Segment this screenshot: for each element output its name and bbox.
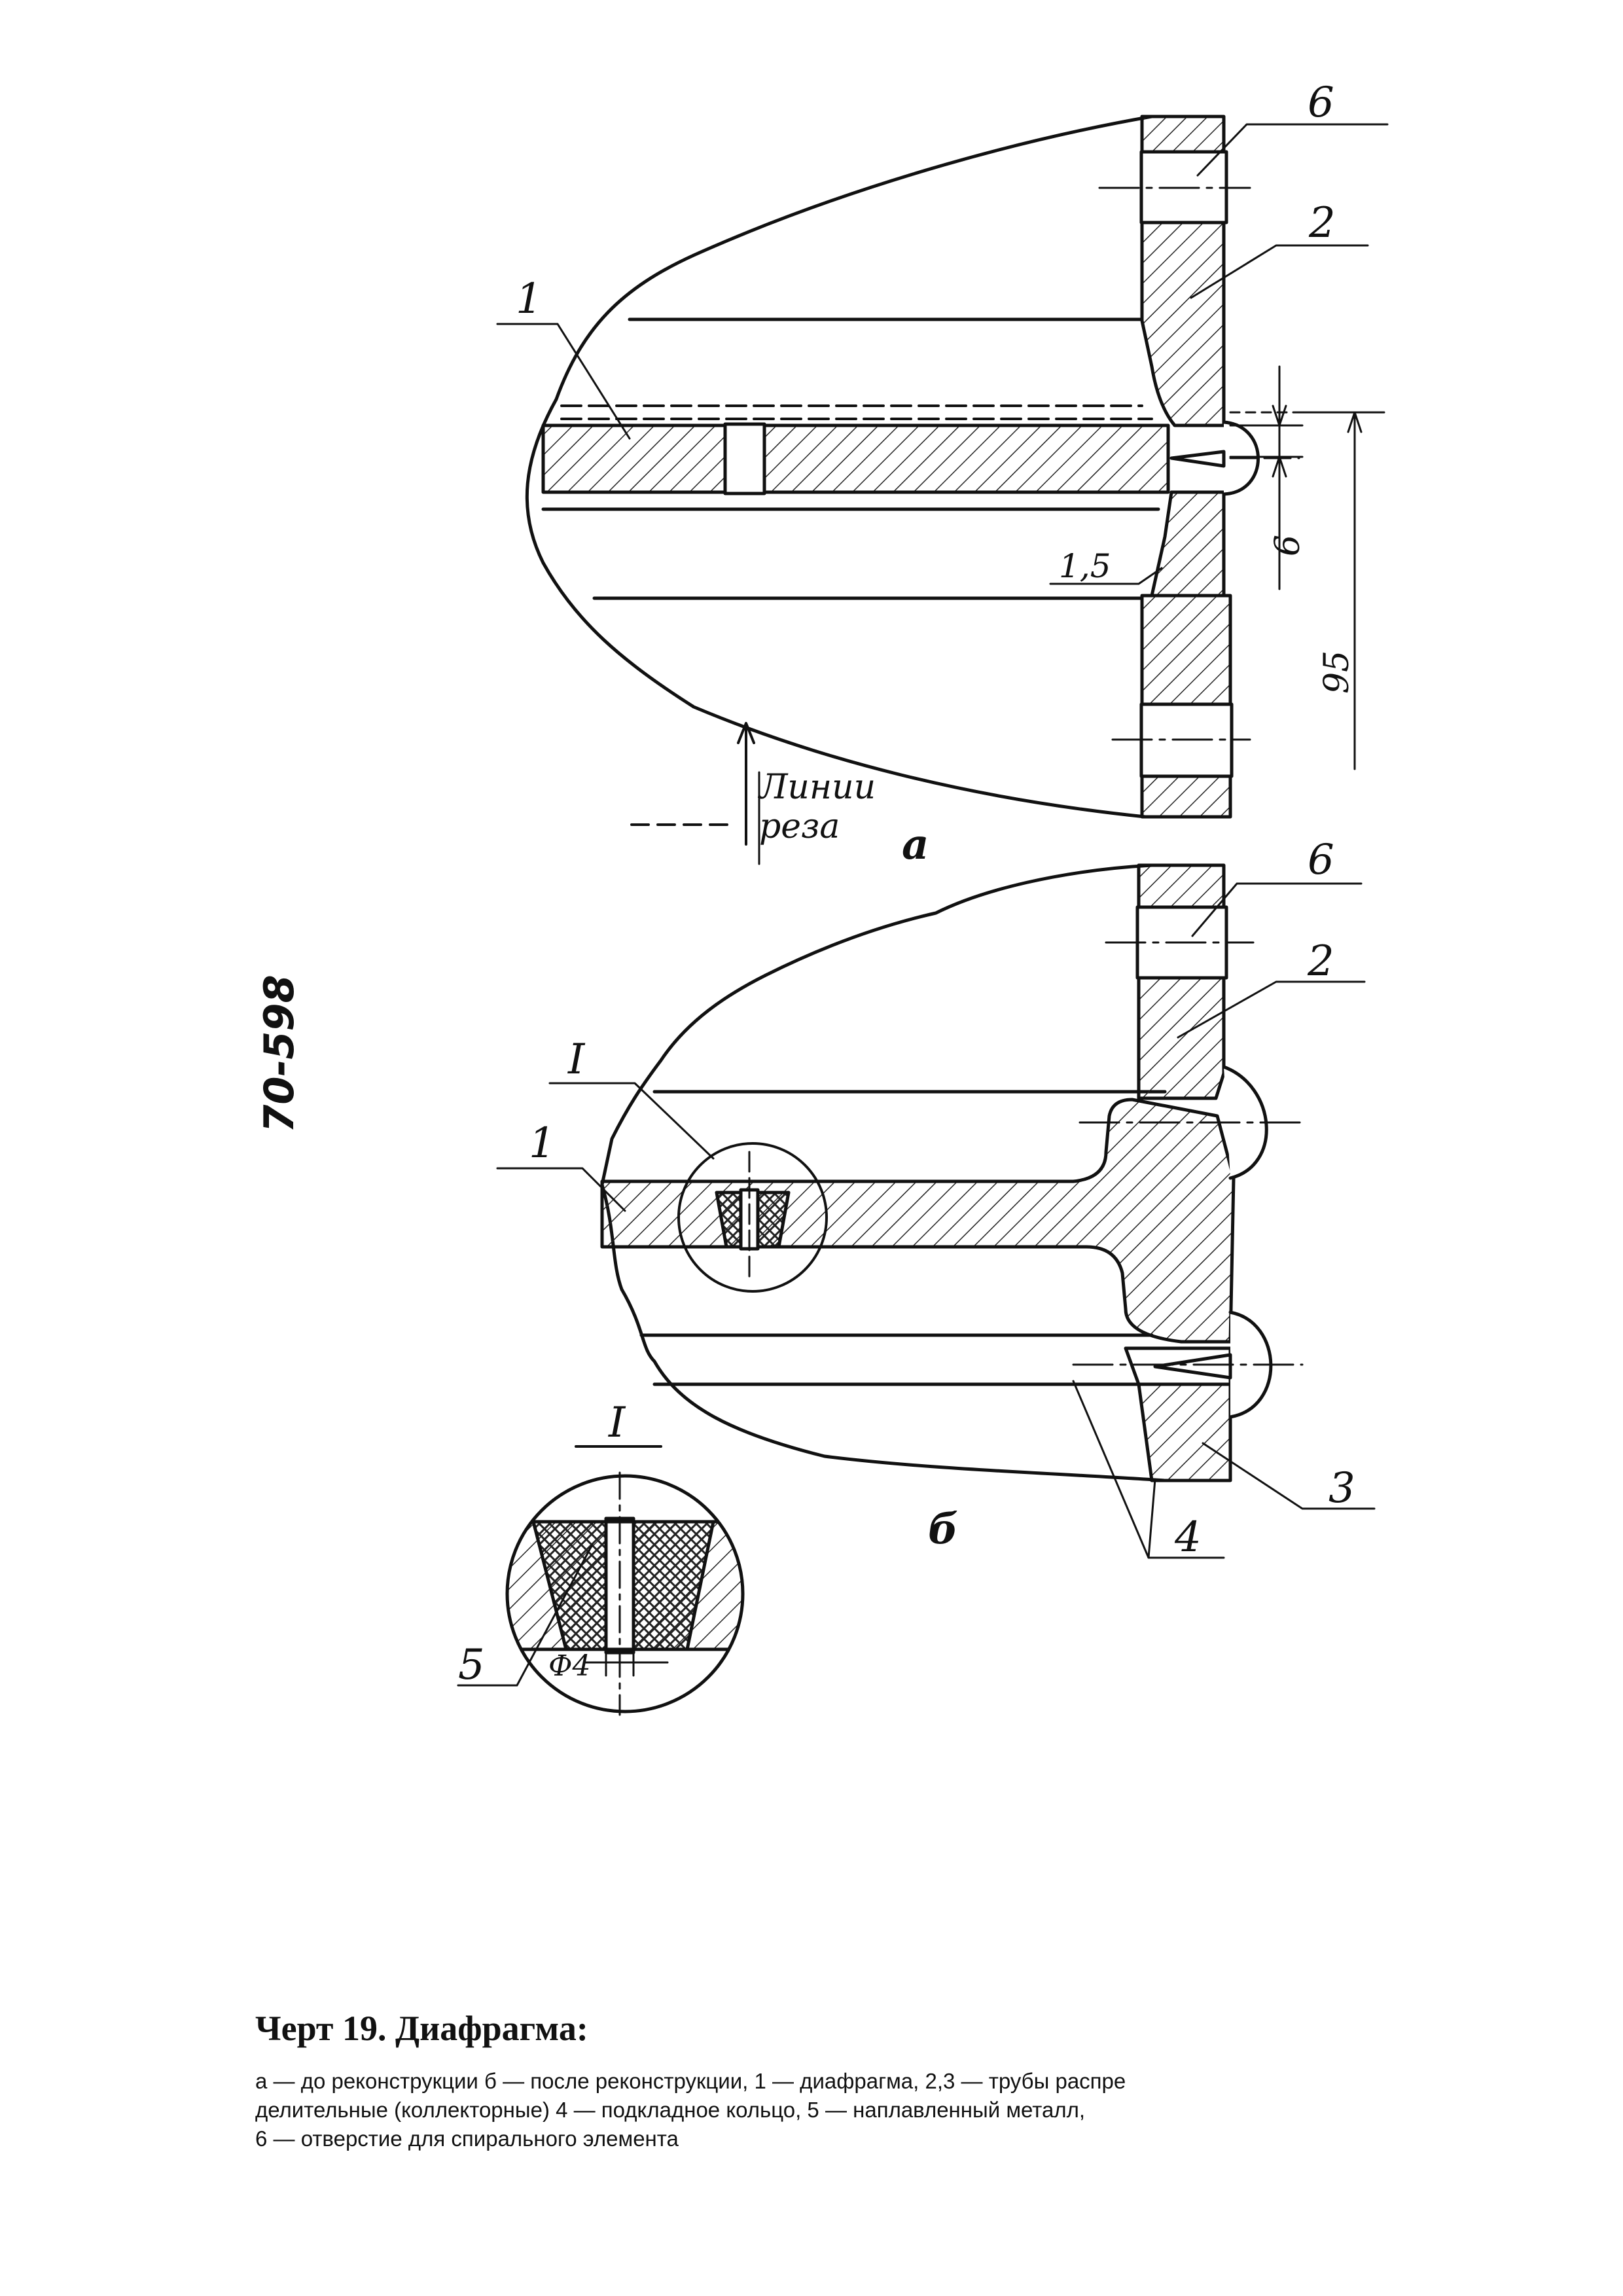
view-a-cut-label-line1: Линии	[757, 768, 876, 807]
view-b-break-outline	[600, 863, 1167, 1482]
view-b-leader-I	[548, 1082, 715, 1160]
view-b-callout-3: 3	[1329, 1464, 1355, 1513]
view-a-dim-6: 6	[1268, 535, 1308, 556]
view-a-diaphragm-hole	[723, 422, 766, 495]
detail-i-label: I	[608, 1399, 626, 1447]
view-b-leader-1	[496, 1167, 626, 1212]
view-b-diaphragm	[600, 1098, 1236, 1344]
view-a	[496, 115, 1389, 865]
view-b-callout-1: 1	[529, 1119, 556, 1168]
view-b-callout-6: 6	[1308, 836, 1334, 884]
view-a-dim-95: 95	[1317, 651, 1357, 694]
view-a-leader-1	[496, 323, 631, 440]
detail-i-leader-5	[457, 1543, 594, 1687]
view-a-cut-line-arrow	[737, 722, 755, 846]
view-a-dim-95-lines	[1301, 411, 1385, 770]
detail-i	[457, 1445, 745, 1716]
caption-legend-line: а — до реконструкции б — после реконстру…	[255, 2069, 1126, 2093]
detail-i-diameter: Ф4	[548, 1649, 591, 1683]
view-a-leader-6	[1196, 123, 1389, 177]
view-b	[496, 863, 1376, 1559]
view-a-break-outline	[525, 115, 1154, 819]
view-a-diaphragm	[541, 423, 1170, 494]
view-b-collector-wall-top	[1137, 863, 1226, 1100]
view-b-collector-wall-bottom	[1137, 1382, 1232, 1482]
view-a-dim-1-5-leader	[1049, 567, 1163, 585]
view-a-cut-label-line2: реза	[759, 807, 840, 846]
view-a-callout-6: 6	[1308, 79, 1334, 127]
view-a-inner-top-line	[560, 404, 1153, 420]
view-b-weld-groove	[1153, 1353, 1232, 1380]
detail-i-dim-diameter	[584, 1648, 669, 1677]
view-a-callout-1: 1	[516, 275, 543, 323]
view-b-callout-I: I	[567, 1035, 586, 1084]
view-b-leader-3	[1202, 1442, 1376, 1510]
view-a-label: а	[902, 820, 929, 869]
caption-legend: а — до реконструкции б — после реконстру…	[255, 2067, 1394, 2153]
view-b-weld-top	[1222, 1065, 1268, 1180]
view-a-dim-1-5: 1,5	[1059, 547, 1111, 585]
view-b-leader-6	[1191, 882, 1363, 937]
view-b-callout-2: 2	[1307, 937, 1334, 986]
view-b-leader-2	[1177, 980, 1366, 1039]
view-a-leader-2	[1190, 244, 1369, 299]
detail-i-circle	[505, 1474, 745, 1713]
caption-title: Черт 19. Диафрагма:	[255, 2009, 588, 2048]
caption-legend-line: 6 — отверстие для спирального элемента	[255, 2126, 679, 2151]
view-b-detail-circle	[677, 1142, 828, 1293]
view-a-callout-2: 2	[1308, 199, 1336, 247]
view-a-weld-groove	[1169, 450, 1226, 468]
view-b-callout-4: 4	[1174, 1513, 1202, 1562]
document-stamp: 70-598	[255, 975, 303, 1132]
view-a-collector-wall-mid	[1150, 490, 1226, 598]
caption-legend-line: делительные (коллекторные) 4 — подкладно…	[255, 2098, 1086, 2122]
view-a-dim-6-lines	[1229, 365, 1304, 590]
view-b-leader-4	[1072, 1380, 1225, 1559]
view-b-label: б	[928, 1505, 958, 1554]
detail-i-callout-5: 5	[458, 1641, 485, 1689]
